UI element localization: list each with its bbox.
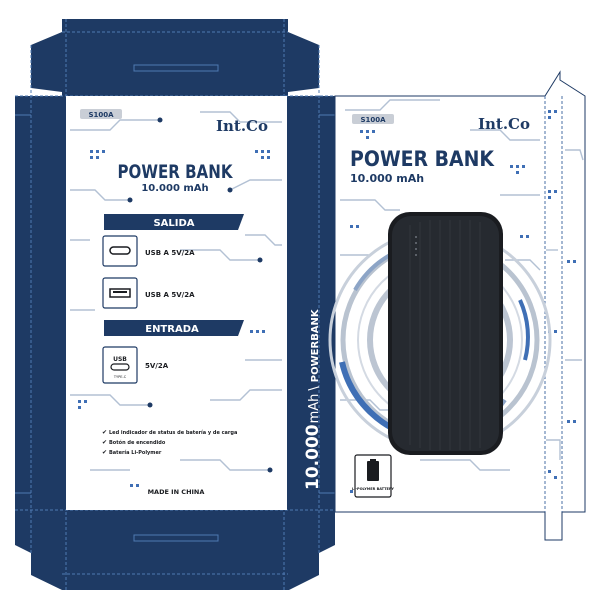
- input-heading-bar: [104, 320, 244, 336]
- side-brand-logo: Int.Co: [478, 115, 530, 133]
- feature-item: Batería Li-Polymer: [109, 449, 162, 456]
- check-icon: ✔: [102, 429, 107, 436]
- check-icon: ✔: [102, 449, 107, 456]
- output-heading-bar: [104, 214, 244, 230]
- led-indicator-icons: [415, 236, 417, 256]
- front-face: [66, 96, 287, 510]
- side-model-tag: [352, 114, 394, 124]
- usb-c-input-icon: USB TYPE-C: [102, 346, 138, 384]
- left-side-strip: [15, 96, 66, 512]
- front-circuit-nodes: [127, 117, 273, 473]
- feature-item: Led indicador de status de batería y de …: [109, 429, 237, 436]
- usb-c-port-icon: [102, 235, 138, 267]
- brand-logo: Int.Co: [216, 117, 268, 135]
- input-heading: ENTRADA: [145, 324, 199, 335]
- top-flap: [31, 19, 319, 96]
- input-icon-subtext: TYPE-C: [113, 375, 127, 379]
- capacity-label: 10.000 mAh: [141, 183, 208, 194]
- front-circuit-pattern: [70, 111, 282, 471]
- svg-text:10.000mAh\POWERBANK: 10.000mAh \ POWERBANK: [303, 308, 323, 490]
- model-tag: [80, 109, 122, 119]
- spine-capacity-number: 10.000: [303, 424, 323, 490]
- feature-list: ✔ Led indicador de status de batería y d…: [102, 429, 237, 456]
- bottom-flap: [15, 510, 335, 590]
- origin-label: MADE IN CHINA: [148, 488, 205, 496]
- battery-icon: [367, 461, 379, 481]
- side-product-title: POWER BANK: [350, 147, 495, 171]
- output-heading: SALIDA: [153, 218, 194, 229]
- battery-badge-text: LI-POLYMER BATTERY: [352, 487, 394, 491]
- usb-a-port-icon: [102, 277, 138, 309]
- battery-badge: LI-POLYMER BATTERY: [352, 454, 394, 498]
- side-capacity-label: 10.000 mAh: [350, 172, 424, 185]
- right-side-strip: [287, 96, 335, 512]
- side-model-label: S100A: [360, 116, 386, 124]
- output-port-1-label: USB A 5V/2A: [145, 249, 195, 257]
- check-icon: ✔: [102, 439, 107, 446]
- product-title: POWER BANK: [118, 161, 234, 183]
- input-icon-text: USB: [113, 356, 127, 363]
- spine-text: 10.000mAh \ POWERBANK: [303, 308, 323, 490]
- spine-capacity-unit: mAh: [307, 394, 322, 424]
- feature-item: Botón de encendido: [109, 439, 166, 446]
- input-port-label: 5V/2A: [145, 362, 169, 370]
- spine-product: POWERBANK: [310, 308, 321, 382]
- output-port-2-label: USB A 5V/2A: [145, 291, 195, 299]
- front-dot-grid: [78, 150, 270, 487]
- model-label: S100A: [88, 111, 114, 119]
- spine-divider: \: [307, 386, 322, 391]
- power-bank-device: [388, 212, 503, 455]
